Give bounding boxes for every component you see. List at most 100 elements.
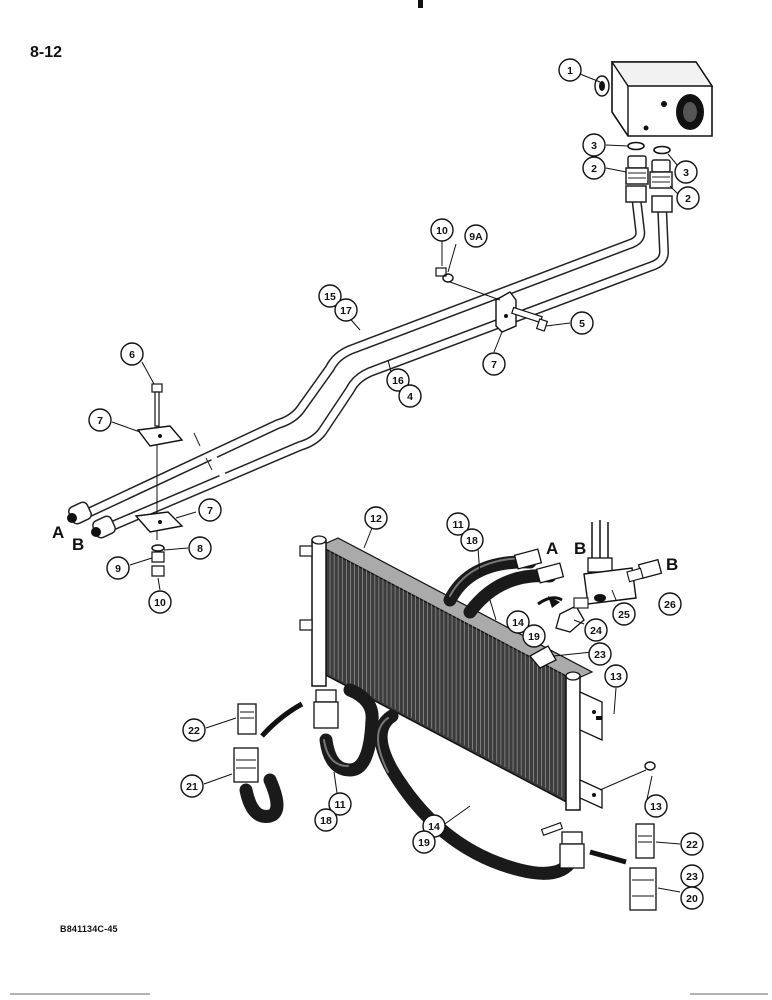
svg-text:6: 6: [129, 349, 135, 361]
cooler-inlet-hose: [443, 555, 557, 619]
tube-clamp: [495, 291, 517, 333]
svg-text:19: 19: [418, 837, 430, 849]
svg-text:15: 15: [324, 291, 336, 303]
control-valve-block: [594, 61, 714, 137]
steel-tube-assembly: [85, 191, 669, 531]
svg-text:25: 25: [618, 609, 630, 621]
callout-22: 22: [680, 832, 704, 856]
o-ring: [627, 141, 645, 151]
plug: [528, 645, 557, 669]
callout-25: 25: [612, 602, 636, 626]
svg-text:7: 7: [97, 415, 103, 427]
port-letter-b: B: [574, 539, 586, 558]
svg-text:21: 21: [186, 781, 198, 793]
svg-text:4: 4: [407, 391, 413, 403]
callout-13: 13: [604, 664, 628, 688]
callout-23: 23: [680, 864, 704, 888]
fitting-detail-right: [629, 823, 657, 911]
callout-10: 10: [430, 218, 454, 242]
figure-code: B841134C-45: [60, 924, 118, 934]
callout-11: 11: [446, 512, 470, 536]
svg-text:19: 19: [528, 631, 540, 643]
callout-20: 20: [680, 886, 704, 910]
hex-nut: [151, 551, 165, 563]
callout-16: 16: [386, 368, 410, 392]
oil-cooler: [299, 535, 603, 811]
callout-9: 9: [106, 556, 130, 580]
svg-text:26: 26: [664, 599, 676, 611]
hose-end-fitting: [513, 548, 565, 584]
tube-nut: [67, 185, 673, 539]
svg-text:10: 10: [154, 597, 166, 609]
svg-text:13: 13: [610, 671, 622, 683]
svg-text:3: 3: [591, 140, 597, 152]
port-letter-b: B: [666, 555, 678, 574]
tube-clamp-upper: [136, 425, 184, 447]
svg-text:11: 11: [334, 799, 345, 811]
svg-text:14: 14: [512, 617, 524, 629]
svg-text:20: 20: [686, 893, 698, 905]
svg-text:5: 5: [579, 318, 585, 330]
callout-11: 11: [328, 792, 352, 816]
svg-text:23: 23: [594, 649, 606, 661]
callout-12: 12: [364, 506, 388, 530]
svg-text:11: 11: [452, 519, 463, 531]
svg-text:9: 9: [115, 563, 121, 575]
callout-21: 21: [180, 774, 204, 798]
callout-22: 22: [182, 718, 206, 742]
elbow-fitting: [555, 597, 589, 633]
arrow-head-icon: [548, 596, 560, 608]
page-number: 8-12: [30, 44, 63, 61]
svg-text:2: 2: [685, 193, 691, 205]
callout-18: 18: [314, 808, 338, 832]
svg-text:16: 16: [392, 375, 404, 387]
svg-text:7: 7: [491, 359, 497, 371]
tube-fitting: [625, 155, 649, 185]
callout-2: 2: [676, 186, 700, 210]
exploded-view-arrow: [589, 849, 627, 865]
svg-text:13: 13: [650, 801, 662, 813]
svg-text:1: 1: [567, 65, 573, 77]
svg-text:18: 18: [320, 815, 332, 827]
svg-text:2: 2: [591, 163, 597, 175]
callout-26: 26: [658, 592, 682, 616]
callout-17: 17: [334, 298, 358, 322]
svg-text:24: 24: [590, 625, 602, 637]
cooler-return-hose: [313, 683, 379, 777]
fitting-detail-left: [233, 703, 284, 823]
washer: [151, 544, 165, 552]
callout-5: 5: [570, 311, 594, 335]
callout-19: 19: [412, 830, 436, 854]
callout-23: 23: [588, 642, 612, 666]
callout-balloons: 1 2 3 3 2 10 9A 5 15 17 7 16 4 6 7 7 8 9…: [88, 58, 704, 910]
callout-6: 6: [120, 342, 144, 366]
callout-3: 3: [582, 133, 606, 157]
svg-text:8: 8: [197, 543, 203, 555]
svg-text:9A: 9A: [469, 231, 483, 243]
port-letter-a: A: [52, 523, 64, 542]
port-letter-a: A: [546, 539, 558, 558]
svg-text:23: 23: [686, 871, 698, 883]
lock-nut: [435, 267, 454, 283]
callout-24: 24: [584, 618, 608, 642]
svg-text:22: 22: [188, 725, 200, 737]
callout-1: 1: [558, 58, 582, 82]
mounting-bolt: [540, 822, 564, 836]
callout-3: 3: [674, 160, 698, 184]
callout-2: 2: [582, 156, 606, 180]
callout-18: 18: [460, 528, 484, 552]
callout-13: 13: [644, 794, 668, 818]
callout-14: 14: [506, 610, 530, 634]
svg-text:18: 18: [466, 535, 478, 547]
svg-text:14: 14: [428, 821, 440, 833]
hex-nut: [596, 716, 602, 720]
tube-clamp-lower: [134, 511, 184, 533]
exploded-view-arrow: [260, 701, 304, 738]
port-letter-b: B: [72, 535, 84, 554]
clamp-bolt: [511, 306, 549, 332]
callout-10: 10: [148, 590, 172, 614]
registration-mark: [418, 0, 423, 8]
lock-nut: [644, 761, 656, 771]
